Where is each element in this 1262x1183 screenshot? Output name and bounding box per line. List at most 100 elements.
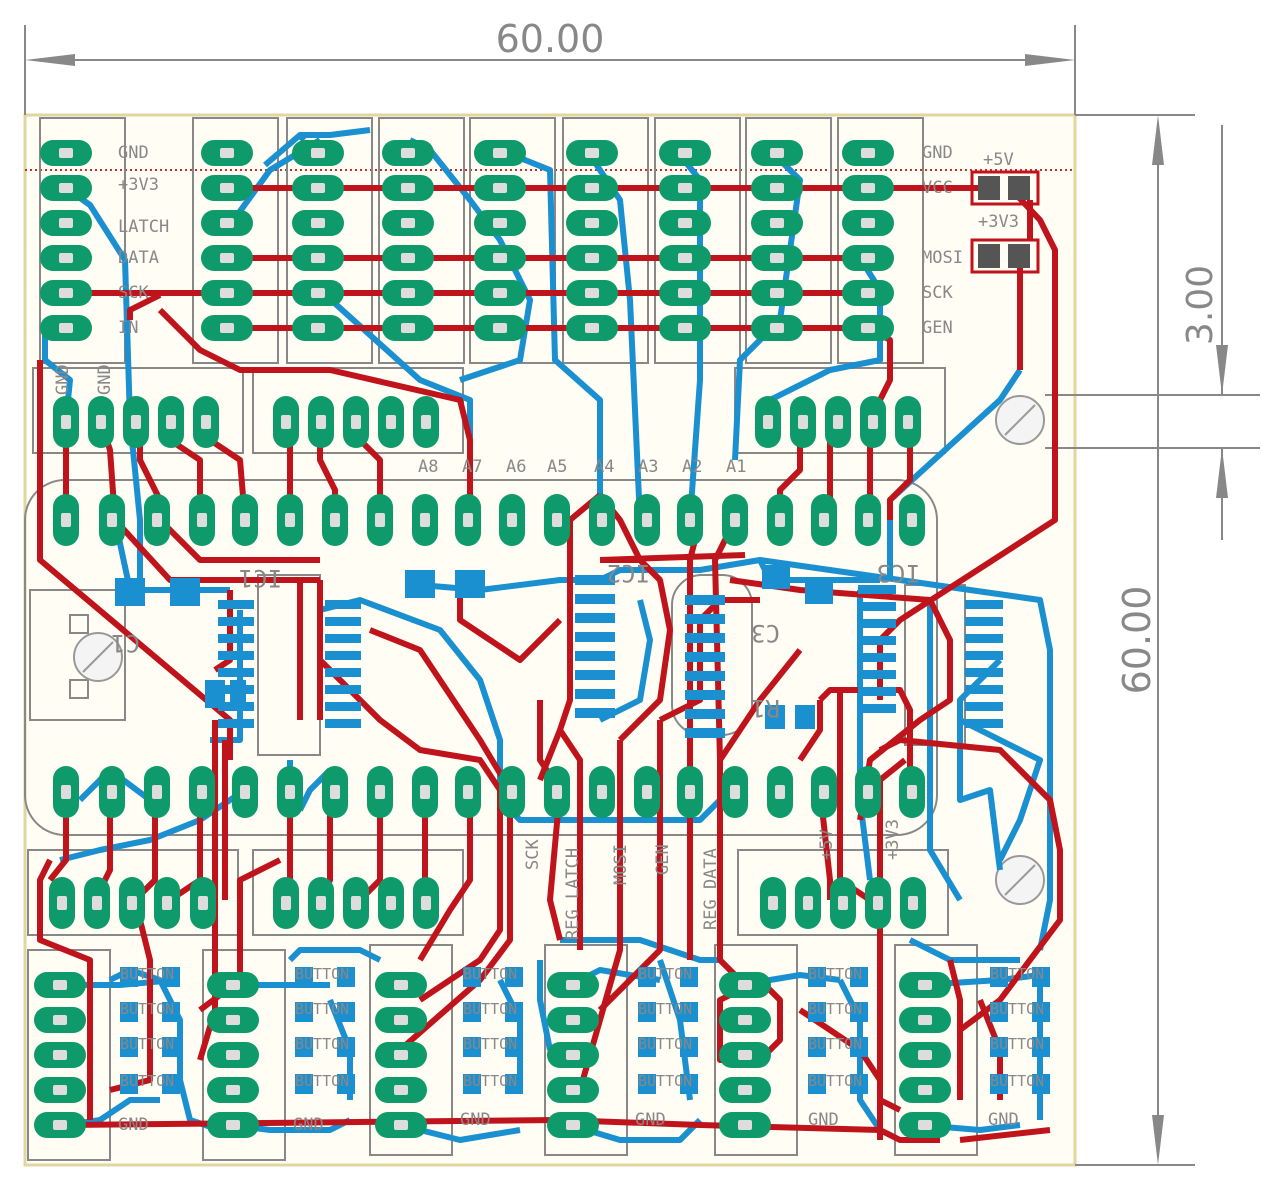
c3-pad	[805, 580, 833, 604]
label-bottom-reg-latch: REG LATCH	[563, 848, 583, 940]
ic2-pin	[685, 709, 725, 719]
arduino-pin-pad	[767, 766, 793, 818]
button-pad	[463, 967, 481, 987]
header-pad	[40, 245, 92, 271]
header-pad	[201, 280, 253, 306]
header-pad	[40, 210, 92, 236]
button-header-pad	[719, 1112, 771, 1138]
label-c3: C3	[751, 619, 780, 647]
c1-pad	[115, 578, 145, 606]
button-pad	[990, 1002, 1008, 1022]
arduino-pin-pad	[634, 766, 660, 818]
header-pad	[842, 210, 894, 236]
arduino-pin-pad	[232, 766, 258, 818]
button-header-pad	[899, 1112, 951, 1138]
pin-pad	[88, 396, 114, 448]
button-label: BUTTON	[295, 965, 349, 983]
button-header-pad	[899, 1077, 951, 1103]
button-label: BUTTON	[120, 965, 174, 983]
label-a2: A2	[682, 457, 702, 477]
header-pad	[474, 315, 526, 341]
header-pad	[659, 140, 711, 166]
arduino-pin-pad	[855, 766, 881, 818]
ic3-pin	[965, 719, 1003, 728]
pin-pad	[760, 877, 786, 929]
header-pad	[40, 140, 92, 166]
arduino-pin-pad	[412, 766, 438, 818]
button-label: BUTTON	[638, 1072, 692, 1090]
header-pad	[201, 175, 253, 201]
button-header-pad	[207, 1077, 259, 1103]
label-bottom-5v: +5V	[817, 829, 837, 860]
button-pad	[295, 1002, 313, 1022]
header-pad	[751, 210, 803, 236]
pin-pad	[49, 877, 75, 929]
ic2-pin	[575, 670, 615, 680]
button-pad	[505, 967, 523, 987]
arduino-pin-pad	[232, 494, 258, 546]
ic3-pin	[858, 704, 896, 713]
button-header-pad	[719, 972, 771, 998]
header-pad	[566, 280, 618, 306]
ic1-pin	[325, 617, 361, 626]
button-pad	[850, 1037, 868, 1057]
button-pad	[850, 967, 868, 987]
label-gnd-btn6: GND	[988, 1110, 1019, 1130]
label-gen: GEN	[922, 318, 953, 338]
header-pad	[201, 140, 253, 166]
ic2-pin	[685, 595, 725, 605]
label-a4: A4	[594, 457, 614, 477]
label-a1: A1	[726, 457, 746, 477]
pin-pad	[413, 396, 439, 448]
smd-pad	[205, 680, 225, 708]
silkscreen-text: GND +3V3 LATCH DATA SCK IN GND VCC MOSI …	[53, 143, 1019, 1135]
ic2-pin	[575, 632, 615, 642]
header-pad	[566, 315, 618, 341]
header-pad	[201, 210, 253, 236]
pin-pad	[308, 877, 334, 929]
label-c1: C1	[111, 629, 140, 657]
header-pad	[751, 245, 803, 271]
ic2-pin	[575, 594, 615, 604]
label-in: IN	[118, 318, 138, 338]
ic1-pin	[325, 685, 361, 694]
button-header-pad	[547, 1112, 599, 1138]
ic3-pin	[965, 600, 1003, 609]
ic1-pin	[325, 668, 361, 677]
button-header-pad	[719, 1042, 771, 1068]
ic3-pin	[858, 585, 896, 594]
button-label: BUTTON	[990, 1035, 1044, 1053]
pin-pad	[378, 396, 404, 448]
button-pad	[162, 1002, 180, 1022]
header-pad	[201, 315, 253, 341]
button-pad	[850, 1074, 868, 1094]
button-pad	[1032, 1037, 1050, 1057]
jumpers	[970, 170, 1040, 274]
ic3-pin	[965, 651, 1003, 660]
button-label: BUTTON	[295, 1000, 349, 1018]
pin-pad	[865, 877, 891, 929]
button-pad	[1032, 1002, 1050, 1022]
ic3-pin	[858, 619, 896, 628]
arduino-pin-pad	[899, 494, 925, 546]
arduino-pin-pad	[767, 494, 793, 546]
label-bottom-mosi: MOSI	[611, 844, 631, 885]
arduino-pin-pad	[677, 766, 703, 818]
button-label: BUTTON	[808, 1000, 862, 1018]
ic1-pin	[325, 600, 361, 609]
ic3-pin	[858, 670, 896, 679]
arduino-pin-pad	[855, 494, 881, 546]
header-pad	[382, 140, 434, 166]
button-pad	[808, 967, 826, 987]
pin-pad	[900, 877, 926, 929]
label-gnd-btn1: GND	[118, 1115, 149, 1135]
arduino-pin-pad	[589, 494, 615, 546]
button-pad	[680, 1037, 698, 1057]
button-pad	[120, 1002, 138, 1022]
arduino-pin-pad	[367, 494, 393, 546]
arduino-pin-pad	[412, 494, 438, 546]
label-ic1: IC1	[239, 564, 282, 592]
ic1-pin	[325, 634, 361, 643]
button-pad	[505, 1074, 523, 1094]
arduino-pin-pad	[144, 494, 170, 546]
